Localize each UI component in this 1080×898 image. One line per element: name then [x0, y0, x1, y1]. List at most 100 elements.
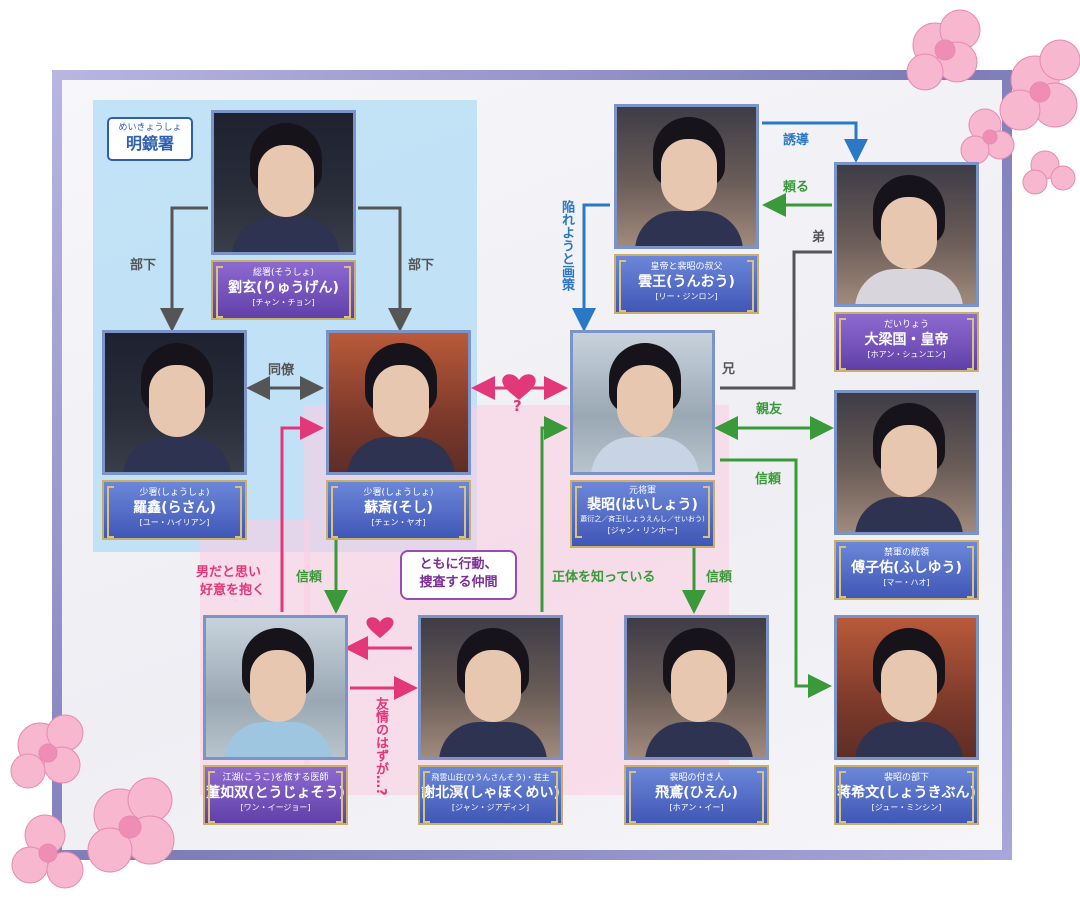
name-fushiyu: 傅子佑(ふしゆう)	[851, 560, 962, 576]
label-otoko-2: 好意を抱く	[200, 583, 266, 598]
role-ryugen: 総署(そうしょ)	[252, 268, 315, 278]
card-ryugen: 総署(そうしょ) 劉玄(りゅうげん) [チャン・チョン]	[211, 110, 356, 320]
line-kyoudai	[720, 250, 832, 390]
name-hien: 飛鳶(ひえん)	[655, 785, 738, 801]
line-otoshireru	[572, 203, 610, 332]
role-shahoku: 飛雲山荘(ひうんさんそう)・荘主	[431, 773, 550, 782]
label-question: ?	[513, 397, 522, 415]
role-hien: 裴昭の付き人	[669, 773, 724, 783]
actor-soshi: [チェン・ヤオ]	[371, 518, 426, 527]
label-otoshireru: 陥れようと画策	[559, 200, 574, 291]
card-hien: 裴昭の付き人 飛鳶(ひえん) [ホアン・イー]	[624, 615, 769, 825]
role-shokibun: 裴昭の部下	[883, 773, 929, 783]
nameplate-rasan: 少署(しょうしょ) 羅鑫(らさん) [ユー・ハイリアン]	[102, 480, 247, 540]
role-rasan: 少署(しょうしょ)	[139, 488, 210, 498]
label-buka-right: 部下	[408, 258, 435, 273]
nameplate-ryugen: 総署(そうしょ) 劉玄(りゅうげん) [チャン・チョン]	[211, 260, 356, 320]
group-note-line1: ともに行動、	[419, 557, 498, 572]
portrait-shahoku	[418, 615, 563, 760]
line-shotai	[540, 416, 568, 612]
actor-unou: [リー・ジンロン]	[655, 292, 718, 301]
label-ani: 兄	[722, 362, 736, 377]
role-soshi: 少署(しょうしょ)	[363, 488, 434, 498]
label-otouto: 弟	[812, 230, 826, 245]
line-yudo	[762, 121, 868, 163]
card-unou: 皇帝と裴昭の叔父 雲王(うんおう) [リー・ジンロン]	[614, 104, 759, 314]
agency-ruby: めいきょうしょ	[118, 123, 182, 133]
portrait-unou	[614, 104, 759, 249]
name-unou: 雲王(うんおう)	[638, 274, 735, 290]
label-shinrai-left: 信頼	[296, 570, 323, 585]
role-kotei: だいりょう	[883, 320, 929, 330]
cherry-blossom-top-right	[906, 9, 1080, 195]
portrait-fushiyu	[834, 390, 979, 535]
name-haisho: 裴昭(はいしょう)	[587, 497, 698, 513]
name-shahoku: 謝北溟(しゃほくめい)	[421, 785, 560, 801]
line-buka-right	[358, 206, 412, 332]
role-haisho: 元将軍	[628, 486, 656, 496]
name-rasan: 羅鑫(らさん)	[133, 500, 216, 516]
portrait-hien	[624, 615, 769, 760]
actor-hien: [ホアン・イー]	[669, 803, 724, 812]
label-shinrai-right: 信頼	[755, 472, 782, 487]
name-ryugen: 劉玄(りゅうげん)	[228, 280, 339, 296]
line-otoko	[280, 416, 324, 612]
actor-shahoku: [ジャン・ジアディン]	[451, 803, 530, 812]
heart-icon-small	[366, 617, 394, 638]
portrait-kotei	[834, 162, 979, 307]
card-fushiyu: 禁軍の統領 傅子佑(ふしゆう) [マー・ハオ]	[834, 390, 979, 600]
label-yudo: 誘導	[783, 133, 810, 148]
line-shinrai-right	[720, 458, 832, 698]
card-soshi: 少署(しょうしょ) 蘇斎(そし) [チェン・ヤオ]	[326, 330, 471, 540]
agency-label: めいきょうしょ 明鏡署	[107, 117, 193, 161]
nameplate-haisho: 元将軍 裴昭(はいしょう) 蕭衍之／斉王(しょうえんし／せいおう) [ジャン・リ…	[570, 480, 715, 548]
label-shinrai-hien: 信頼	[706, 570, 733, 585]
portrait-soshi	[326, 330, 471, 475]
role-unou: 皇帝と裴昭の叔父	[650, 262, 723, 272]
alias-haisho: 蕭衍之／斉王(しょうえんし／せいおう)	[580, 515, 705, 523]
nameplate-soshi: 少署(しょうしょ) 蘇斎(そし) [チェン・ヤオ]	[326, 480, 471, 540]
label-yujo: 友情のはずが…?	[373, 697, 388, 796]
line-buka-left	[160, 206, 208, 332]
nameplate-tojoso: 江湖(こうこ)を旅する医師 董如双(とうじょそう) [ワン・イージョー]	[203, 765, 348, 825]
heart-icon	[502, 374, 536, 400]
name-shokibun: 蒋希文(しょうきぶん)	[837, 785, 976, 801]
card-kotei: だいりょう 大梁国・皇帝 [ホアン・シュンエン]	[834, 162, 979, 372]
group-note: ともに行動、 捜査する仲間	[400, 550, 517, 600]
group-note-line2: 捜査する仲間	[419, 575, 498, 590]
label-doryo: 同僚	[268, 363, 295, 378]
actor-kotei: [ホアン・シュンエン]	[867, 350, 946, 359]
role-fushiyu: 禁軍の統領	[883, 548, 929, 558]
nameplate-unou: 皇帝と裴昭の叔父 雲王(うんおう) [リー・ジンロン]	[614, 254, 759, 314]
label-tanomu: 頼る	[783, 180, 810, 195]
portrait-rasan	[102, 330, 247, 475]
label-otoko-1: 男だと思い	[196, 565, 262, 580]
actor-haisho: [ジャン・リンホー]	[607, 526, 678, 535]
portrait-ryugen	[211, 110, 356, 255]
label-shinyu: 親友	[756, 402, 783, 417]
card-haisho: 元将軍 裴昭(はいしょう) 蕭衍之／斉王(しょうえんし／せいおう) [ジャン・リ…	[570, 330, 715, 548]
actor-ryugen: [チャン・チョン]	[252, 298, 315, 307]
actor-fushiyu: [マー・ハオ]	[883, 578, 930, 587]
actor-rasan: [ユー・ハイリアン]	[139, 518, 210, 527]
name-soshi: 蘇斎(そし)	[364, 500, 433, 516]
card-shokibun: 裴昭の部下 蒋希文(しょうきぶん) [ジュー・ミンシン]	[834, 615, 979, 825]
nameplate-hien: 裴昭の付き人 飛鳶(ひえん) [ホアン・イー]	[624, 765, 769, 825]
portrait-haisho	[570, 330, 715, 475]
card-shahoku: 飛雲山荘(ひうんさんそう)・荘主 謝北溟(しゃほくめい) [ジャン・ジアディン]	[418, 615, 563, 825]
portrait-shokibun	[834, 615, 979, 760]
label-shotai: 正体を知っている	[552, 570, 656, 585]
card-tojoso: 江湖(こうこ)を旅する医師 董如双(とうじょそう) [ワン・イージョー]	[203, 615, 348, 825]
label-buka-left: 部下	[130, 258, 157, 273]
actor-tojoso: [ワン・イージョー]	[240, 803, 311, 812]
role-tojoso: 江湖(こうこ)を旅する医師	[222, 773, 329, 783]
agency-name: 明鏡署	[125, 134, 174, 153]
name-tojoso: 董如双(とうじょそう)	[206, 785, 345, 801]
portrait-tojoso	[203, 615, 348, 760]
nameplate-kotei: だいりょう 大梁国・皇帝 [ホアン・シュンエン]	[834, 312, 979, 372]
nameplate-fushiyu: 禁軍の統領 傅子佑(ふしゆう) [マー・ハオ]	[834, 540, 979, 600]
nameplate-shahoku: 飛雲山荘(ひうんさんそう)・荘主 謝北溟(しゃほくめい) [ジャン・ジアディン]	[418, 765, 563, 825]
actor-shokibun: [ジュー・ミンシン]	[871, 803, 942, 812]
card-rasan: 少署(しょうしょ) 羅鑫(らさん) [ユー・ハイリアン]	[102, 330, 247, 540]
